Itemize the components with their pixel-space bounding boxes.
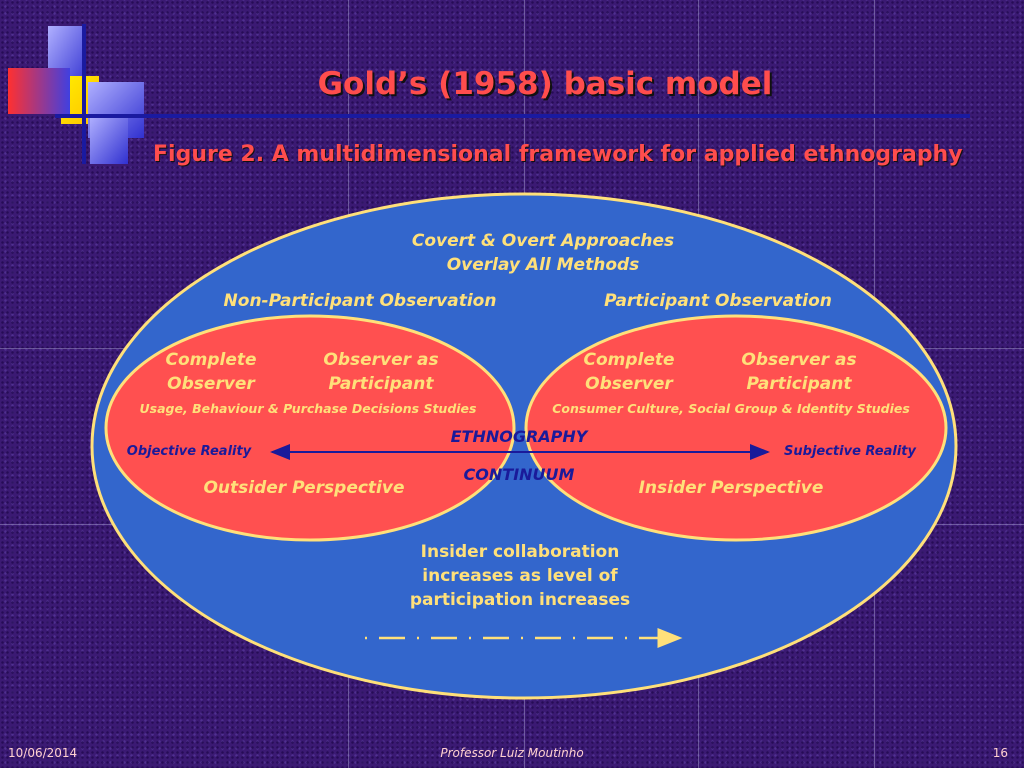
left-role2-line1: Observer as <box>323 350 438 370</box>
figure-caption: Figure 2. A multidimensional framework f… <box>153 142 963 167</box>
right-studies: Consumer Culture, Social Group & Identit… <box>552 401 910 416</box>
ethnography-label: ETHNOGRAPHY <box>451 427 589 446</box>
overlay-text-line2: Overlay All Methods <box>447 255 640 275</box>
title-underline <box>55 114 970 118</box>
overlay-text-line1: Covert & Overt Approaches <box>412 231 674 251</box>
left-studies: Usage, Behaviour & Purchase Decisions St… <box>140 401 477 416</box>
right-role2-line2: Participant <box>747 374 853 394</box>
left-heading: Non-Participant Observation <box>224 291 497 311</box>
outsider-perspective-label: Outsider Perspective <box>203 478 404 498</box>
left-inner-ellipse <box>104 314 516 542</box>
objective-reality-label: Objective Reality <box>127 444 252 459</box>
right-heading: Participant Observation <box>604 291 832 311</box>
subjective-reality-label: Subjective Reality <box>784 444 916 459</box>
right-role1-line1: Complete <box>583 350 674 370</box>
insider-perspective-label: Insider Perspective <box>639 478 824 498</box>
left-role2-line2: Participant <box>329 374 435 394</box>
collaboration-line3: participation increases <box>410 590 630 610</box>
collaboration-line1: Insider collaboration <box>421 542 620 562</box>
slide-number: 16 <box>992 746 1008 760</box>
right-role1-line2: Observer <box>585 374 674 394</box>
slide-title: Gold’s (1958) basic model <box>317 66 773 102</box>
continuum-label: CONTINUUM <box>464 465 575 484</box>
footer-author: Professor Luiz Moutinho <box>440 746 584 760</box>
right-inner-ellipse <box>524 314 948 542</box>
collaboration-line2: increases as level of <box>422 566 618 586</box>
right-role2-line1: Observer as <box>741 350 856 370</box>
decorative-squares-logo <box>8 24 144 164</box>
left-role1-line1: Complete <box>165 350 256 370</box>
left-role1-line2: Observer <box>167 374 256 394</box>
footer-date: 10/06/2014 <box>8 746 78 760</box>
